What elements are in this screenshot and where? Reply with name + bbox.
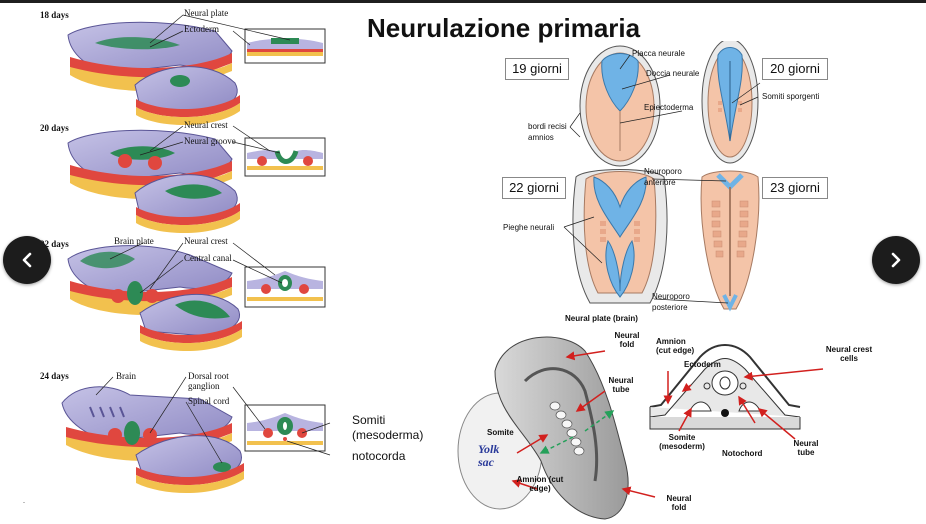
- neural-fold-top-label: Neural fold: [614, 331, 640, 349]
- human-embryo-neurulation-illustration: [563, 41, 761, 312]
- notochord-label: Notochord: [722, 449, 763, 458]
- amnion-left-label: Amnion (cut edge): [516, 475, 564, 493]
- stage-24-days-embryo: [61, 386, 244, 494]
- neurulation-stages-illustration: [61, 14, 331, 494]
- doccia-neurale-label: Doccia neurale: [646, 69, 700, 78]
- stage-day-label: 18 days: [40, 10, 69, 20]
- neural-tube-left-label: Neural tube: [608, 376, 634, 394]
- stage-day-label: 20 days: [40, 123, 69, 133]
- stage-22-days-embryo: [67, 245, 242, 352]
- embryo-22-days: [572, 169, 668, 304]
- embryo-20-days: [701, 41, 759, 164]
- window-top-bar: [0, 0, 926, 3]
- neural-tube-right-label: Neural tube: [793, 439, 819, 457]
- embryo-23-days: [700, 170, 760, 312]
- ectoderm-label: Ectoderm: [684, 360, 721, 369]
- figure-label: Spinal cord: [188, 396, 230, 406]
- leader-lines-right-top: [563, 54, 761, 304]
- neural-plate-brain-label: Neural plate (brain): [565, 314, 638, 323]
- neuroporo-anteriore-label: Neuroporo anteriore: [644, 167, 682, 187]
- leader-lines-left: [95, 14, 331, 464]
- next-slide-button[interactable]: [872, 236, 920, 284]
- stage-20-days-embryo: [67, 129, 240, 234]
- slide-title: Neurulazione primaria: [367, 13, 641, 43]
- figure-label: Brain: [116, 371, 136, 381]
- neural-crest-cells-label: Neural crest cells: [825, 345, 873, 363]
- pieghe-neurali-label: Pieghe neurali: [503, 223, 555, 232]
- figure-label: Central canal: [184, 253, 232, 263]
- notocorda-label: notocorda: [352, 449, 406, 463]
- footer-mark: -: [23, 500, 25, 506]
- slide-canvas: Neurulazione primaria: [0, 3, 926, 524]
- neuroporo-posteriore-label: Neuroporo posteriore: [652, 292, 690, 312]
- amnion-right-label: Amnion (cut edge): [656, 337, 695, 355]
- somite-right-label: Somite (mesoderm): [659, 433, 705, 451]
- figure-label: Neural crest: [184, 236, 228, 246]
- figure-label: Neural groove: [184, 136, 236, 146]
- stage-18-days-section: [244, 28, 326, 64]
- figure-label: Dorsal root ganglion: [188, 371, 229, 391]
- somiti-sporgenti-label: Somiti sporgenti: [762, 92, 820, 101]
- neural-fold-bottom-label: Neural fold: [666, 494, 692, 512]
- day-box-23: 23 giorni: [762, 177, 828, 199]
- yolk-sac-label: Yolk sac: [478, 442, 500, 469]
- figure-label: Neural crest: [184, 120, 228, 130]
- figure-label: Neural plate: [184, 8, 229, 18]
- somiti-label: Somiti (mesoderma): [352, 413, 424, 442]
- stage-day-label: 24 days: [40, 371, 69, 381]
- chevron-left-icon: [22, 252, 32, 268]
- day-box-20: 20 giorni: [762, 58, 828, 80]
- stage-20-days-section: [244, 137, 326, 177]
- stage-22-days-section: [244, 266, 326, 308]
- stage-18-days-embryo: [67, 21, 240, 126]
- figure-label: Brain plate: [114, 236, 154, 246]
- somite-left-label: Somite: [487, 428, 514, 437]
- day-box-22: 22 giorni: [502, 177, 566, 199]
- previous-slide-button[interactable]: [3, 236, 51, 284]
- neural-tube-formation-illustration: [457, 336, 824, 520]
- bordi-recisi-label: bordi recisi amnios: [528, 122, 567, 142]
- day-box-19: 19 giorni: [505, 58, 569, 80]
- stage-day-label: 22 days: [40, 239, 69, 249]
- figure-label: Ectoderm: [184, 24, 219, 34]
- placca-neurale-label: Placca neurale: [632, 49, 685, 58]
- stage-24-days-section: [244, 404, 326, 452]
- embryo-19-days: [579, 45, 661, 167]
- epiectoderma-label: Epiectoderma: [644, 103, 694, 112]
- chevron-right-icon: [891, 252, 901, 268]
